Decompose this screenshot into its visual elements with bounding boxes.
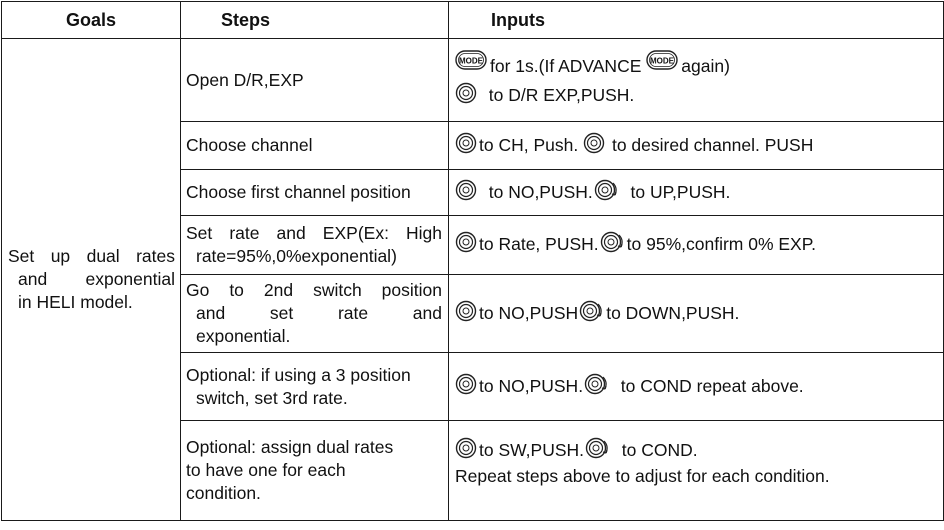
step-text: Go to 2nd switch position (186, 280, 442, 300)
table-row: Set rate and EXP(Ex: High rate=95%,0%exp… (2, 215, 944, 275)
header-goals: Goals (1, 1, 181, 39)
input-text: again) (681, 56, 730, 76)
input-cell: to NO,PUSH to DOWN,PUSH. (448, 274, 944, 353)
table-row: Set up dual rates and exponential in HEL… (1, 38, 944, 521)
rotary-knob-icon (455, 82, 477, 110)
step-text: Set rate and EXP(Ex: High (186, 223, 442, 243)
mode-button-icon: MODE (646, 50, 678, 76)
input-cell: to NO,PUSH. to UP,PUSH. (448, 169, 944, 216)
rotary-knob-icon (455, 300, 477, 328)
step-cell: Optional: assign dual rates to have one … (180, 420, 449, 521)
step-text: Choose channel (186, 135, 313, 155)
input-text: to UP,PUSH. (630, 181, 731, 202)
rotary-knob-icon (455, 373, 477, 401)
input-text: to COND repeat above. (620, 375, 804, 396)
input-text: to NO,PUSH (479, 302, 579, 323)
header-inputs: Inputs (448, 1, 944, 39)
input-text: to D/R EXP,PUSH. (488, 85, 635, 105)
step-text: exponential. (196, 326, 291, 346)
rotary-knob-icon (455, 231, 477, 259)
rotary-knob-turn-icon (583, 373, 609, 401)
input-text: to desired channel. PUSH (611, 134, 814, 155)
input-text: to COND. (621, 440, 698, 460)
input-cell: MODE for 1s.(If ADVANCE MODE again) to D/R… (448, 38, 944, 122)
input-text: to NO,PUSH. (479, 375, 584, 396)
input-text: to Rate, PUSH. (479, 234, 599, 254)
step-text: Choose first channel position (186, 182, 411, 202)
rotary-knob-turn-icon (584, 437, 610, 465)
rotary-knob-turn-icon (578, 300, 604, 328)
header-row: Goals Steps Inputs (1, 1, 944, 39)
step-text: rate=95%,0%exponential) (196, 246, 397, 266)
rotary-knob-icon (583, 132, 605, 160)
input-text: to NO,PUSH. (488, 181, 593, 202)
step-cell: Open D/R,EXP (180, 38, 449, 122)
step-cell: Optional: if using a 3 position switch, … (180, 352, 449, 421)
input-text: Repeat steps above to adjust for each co… (455, 466, 830, 486)
input-cell: to SW,PUSH. to COND. Repeat steps above … (448, 420, 944, 521)
rotary-knob-turn-icon (593, 179, 619, 207)
input-text: for 1s.(If ADVANCE (490, 56, 642, 76)
step-text: switch, set 3rd rate. (196, 387, 348, 408)
goal-line-2: and exponential (18, 269, 175, 289)
rotary-knob-icon (455, 132, 477, 160)
input-text: to SW,PUSH. (479, 440, 585, 460)
step-text: to have one for each (186, 460, 346, 480)
step-text: and set rate and (196, 303, 442, 323)
mode-button-icon: MODE (455, 50, 487, 76)
input-text: to 95%,confirm 0% EXP. (626, 234, 816, 254)
step-text: Open D/R,EXP (186, 69, 304, 90)
svg-text:MODE: MODE (459, 56, 484, 65)
svg-text:MODE: MODE (650, 56, 675, 65)
input-cell: to NO,PUSH. to COND repeat above. (448, 352, 944, 421)
input-cell: to CH, Push. to desired channel. PUSH (448, 121, 944, 170)
rotary-knob-icon (455, 437, 477, 465)
input-text: to DOWN,PUSH. (606, 302, 740, 323)
table-row: Choose channel to CH, Push. to desired c… (2, 121, 944, 170)
table-row: Choose first channel position to NO,PUSH… (2, 169, 944, 216)
header-steps: Steps (180, 1, 449, 39)
input-text: to CH, Push. (479, 134, 579, 155)
step-text: Optional: assign dual rates (186, 437, 394, 457)
goal-line-1: Set up dual rates (8, 246, 175, 266)
step-cell: Go to 2nd switch position and set rate a… (180, 274, 449, 353)
step-cell: Choose first channel position (180, 169, 449, 216)
goal-line-3: in HELI model. (18, 292, 133, 312)
step-cell: Set rate and EXP(Ex: High rate=95%,0%exp… (180, 215, 449, 275)
rotary-knob-icon (455, 179, 477, 207)
table-row: Optional: assign dual rates to have one … (2, 420, 944, 521)
goal-cell: Set up dual rates and exponential in HEL… (1, 38, 181, 521)
rotary-knob-turn-icon (599, 231, 625, 259)
step-cell: Choose channel (180, 121, 449, 170)
step-text: condition. (186, 483, 261, 503)
input-cell: to Rate, PUSH. to 95%,confirm 0% EXP. (448, 215, 944, 275)
step-text: Optional: if using a 3 position (186, 364, 411, 385)
